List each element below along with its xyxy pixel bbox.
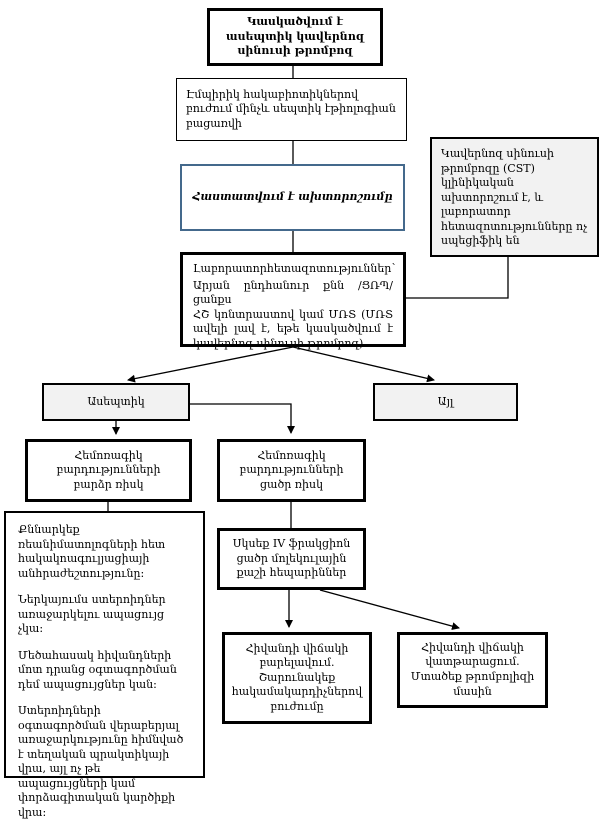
node-start-heparin: Սկսեք IV ֆրակցիոն ցածր մոլեկուլային քաշի…: [217, 528, 366, 590]
node-other: Այլ: [373, 383, 518, 421]
connector-lab-to-aseptic-arrow: [127, 346, 294, 383]
lab-title-right: հետազոտություններ՝: [266, 262, 396, 275]
connector-lab-to-other-arrow: [292, 346, 435, 383]
node-cst-clinical-note: Կավերնոզ սինուսի թրոմբոզը (CST) կլինիկակ…: [430, 137, 599, 257]
discussion-paragraph: Ներկայումս ստերոիդներ առաջարկելու ապացու…: [18, 593, 166, 636]
node-suspected-thrombosis: Կասկածվում է ասեպտիկ կավերնոզ սինուսի թր…: [207, 8, 383, 66]
connector-heparin-to-worsen-arrow: [319, 589, 460, 631]
lab-title-left: Լաբորատոր: [193, 262, 267, 275]
node-patient-improving: Հիվանդի վիճակի բարելավում. Շարունակեք հա…: [222, 632, 372, 724]
node-anticoagulation-discussion: Քննարկեք ռեանիմատոլոգների հետ հակակոագու…: [4, 511, 205, 819]
discussion-paragraph: Ստերոիդների օգտագործման վերաբերյալ առաջա…: [18, 704, 184, 819]
flow-connectors: [107, 66, 509, 631]
node-aseptic: Ասեպտիկ: [42, 383, 190, 421]
node-empiric-antibiotics: Էմպիրիկ հակաբիոտիկներով բուժում մինչև սե…: [176, 78, 407, 141]
connector-cstnote-to-lab: [406, 257, 509, 299]
discussion-paragraph: Քննարկեք ռեանիմատոլոգների հետ հակակոագու…: [18, 523, 166, 580]
node-high-bleeding-risk: Հեմոռագիկ բարդությունների բարձր ռիսկ: [25, 439, 192, 502]
connector-aseptic-to-lowrisk-arrow: [190, 403, 295, 434]
node-patient-worsening: Հիվանդի վիճակի վատթարացում. Մտածեք թրոմբ…: [397, 632, 548, 708]
flowchart-canvas: Կասկածվում է ասեպտիկ կավերնոզ սինուսի թր…: [4, 8, 599, 819]
node-low-bleeding-risk: Հեմոռագիկ բարդությունների ցածր ռիսկ: [217, 439, 366, 502]
lab-body-text: Արյան ընդհանուր քնն /ՑՌՊ/ցանքս ՀՇ կոնտրա…: [193, 278, 393, 350]
discussion-paragraph: Մեծահասակ հիվանդների մոտ դրանց օգտագործմ…: [18, 648, 177, 691]
lab-title-row: Լաբորատոր հետազոտություններ՝: [193, 262, 396, 277]
node-diagnosis-confirmed: Հաստատվում է ախտորոշումը: [180, 164, 405, 231]
node-lab-investigations: Լաբորատոր հետազոտություններ՝ Արյան ընդհա…: [180, 252, 406, 350]
